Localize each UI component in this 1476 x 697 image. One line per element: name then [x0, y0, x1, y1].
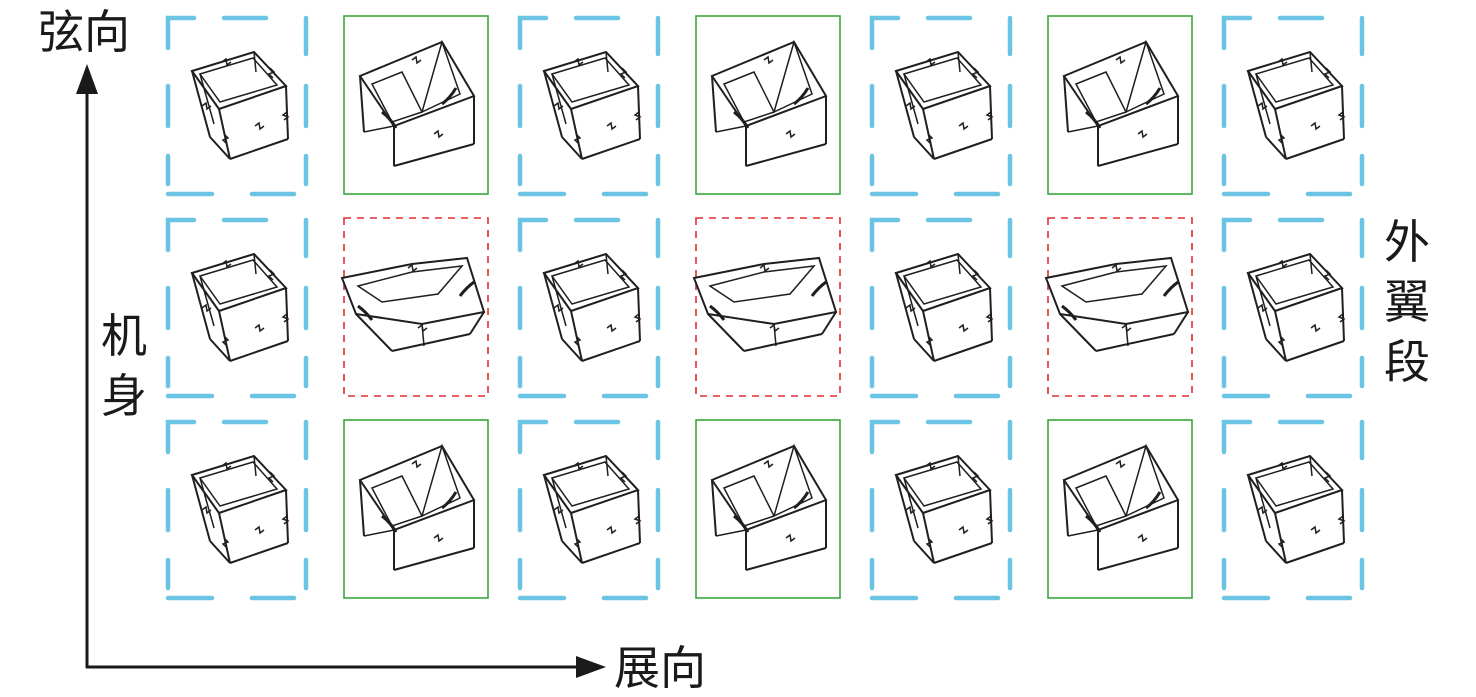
cell-frame: [872, 422, 1010, 598]
unit-cell-fold-up: [343, 15, 489, 195]
cell-frame: [695, 419, 841, 599]
fold-down-cell: [692, 256, 838, 353]
unit-cell-fold-up: [343, 419, 489, 599]
outer-wing-label-char-2: 翼: [1384, 275, 1430, 329]
square-box-cell: [191, 253, 289, 362]
cell-frame: [695, 217, 841, 397]
unit-cell-square: [520, 422, 658, 598]
square-box-cell: [895, 455, 993, 564]
unit-cell-square: [1224, 422, 1362, 598]
cell-frame: [343, 217, 489, 397]
cell-frame: [343, 15, 489, 195]
unit-cell-square: [520, 18, 658, 194]
cell-frame: [1047, 217, 1193, 397]
unit-cell-fold-up: [1047, 15, 1193, 195]
unit-cell-square: [168, 422, 306, 598]
unit-cell-square: [1224, 18, 1362, 194]
square-box-cell: [895, 51, 993, 160]
fold-up-cell: [358, 40, 476, 168]
cell-frame: [872, 18, 1010, 194]
cell-frame: [872, 220, 1010, 396]
outer-wing-label-char-3: 段: [1384, 335, 1430, 389]
unit-cell-grid: [168, 15, 1362, 599]
fold-up-cell: [710, 444, 828, 572]
cell-frame: [168, 18, 306, 194]
square-box-cell: [1247, 455, 1345, 564]
cell-frame: [520, 422, 658, 598]
cell-frame: [1047, 15, 1193, 195]
unit-cell-fold-up: [695, 419, 841, 599]
axes: [76, 64, 606, 678]
cell-frame: [1224, 422, 1362, 598]
fold-down-cell: [340, 256, 486, 353]
fold-up-cell: [1062, 40, 1180, 168]
unit-cell-square: [872, 18, 1010, 194]
cell-frame: [520, 18, 658, 194]
unit-cell-square: [520, 220, 658, 396]
unit-cell-fold-down: [692, 217, 841, 397]
fold-up-cell: [1062, 444, 1180, 572]
unit-cell-fold-down: [1044, 217, 1193, 397]
unit-cell-square: [872, 220, 1010, 396]
unit-cell-square: [872, 422, 1010, 598]
fold-down-cell: [1044, 256, 1190, 353]
square-box-cell: [1247, 253, 1345, 362]
square-box-cell: [543, 253, 641, 362]
chord-axis-arrow-head-icon: [76, 64, 98, 94]
cell-frame: [695, 15, 841, 195]
square-box-cell: [543, 455, 641, 564]
fold-up-cell: [358, 444, 476, 572]
fuselage-label-char-1: 机: [101, 309, 147, 363]
unit-cell-square: [1224, 220, 1362, 396]
unit-cell-fold-up: [1047, 419, 1193, 599]
square-box-cell: [1247, 51, 1345, 160]
square-box-cell: [191, 455, 289, 564]
outer-wing-label-char-1: 外: [1384, 215, 1430, 269]
fold-up-cell: [710, 40, 828, 168]
square-box-cell: [191, 51, 289, 160]
chord-direction-label: 弦向: [38, 5, 130, 59]
cell-frame: [520, 220, 658, 396]
fuselage-label-char-2: 身: [101, 369, 147, 423]
unit-cell-fold-up: [695, 15, 841, 195]
unit-cell-square: [168, 18, 306, 194]
square-box-cell: [543, 51, 641, 160]
span-axis-arrow-head-icon: [576, 656, 606, 678]
cell-frame: [1047, 419, 1193, 599]
cell-frame: [168, 422, 306, 598]
cell-frame: [1224, 18, 1362, 194]
unit-cell-square: [168, 220, 306, 396]
unit-cell-fold-down: [340, 217, 489, 397]
cell-frame: [1224, 220, 1362, 396]
square-box-cell: [895, 253, 993, 362]
cell-frame: [168, 220, 306, 396]
cell-frame: [343, 419, 489, 599]
span-direction-label: 展向: [614, 641, 706, 695]
